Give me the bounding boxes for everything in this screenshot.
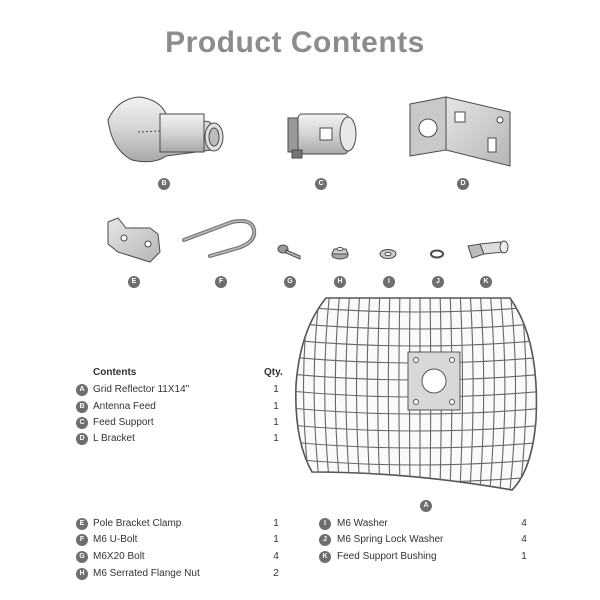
antenna-feed-image	[107, 96, 224, 163]
row-badge: C	[76, 417, 88, 429]
row-badge: F	[76, 534, 88, 546]
part-badge-k: K	[480, 276, 492, 288]
feed-support-image	[287, 113, 357, 159]
item-name: M6 Spring Lock Washer	[337, 534, 444, 545]
row-badge: A	[76, 384, 88, 396]
part-badge-j: J	[432, 276, 444, 288]
reflector-wire	[295, 322, 537, 330]
part-badge-a: A	[420, 500, 432, 512]
row-badge: B	[76, 401, 88, 413]
spring-lock-washer-image	[430, 249, 444, 259]
washer-image	[379, 249, 397, 259]
item-name: M6 U-Bolt	[93, 534, 138, 545]
reflector-wire	[489, 298, 495, 490]
row-badge: J	[319, 534, 331, 546]
part-badge-b: B	[158, 178, 170, 190]
reflector-wire	[295, 407, 537, 415]
row-badge: G	[76, 551, 88, 563]
reflector-wire	[295, 441, 537, 449]
reflector-wire	[540, 290, 547, 490]
reflector-wire	[295, 305, 537, 313]
contents-header: Contents	[93, 367, 137, 378]
item-name: Feed Support Bushing	[337, 551, 437, 562]
part-badge-c: C	[315, 178, 327, 190]
item-qty: 4	[273, 551, 279, 562]
row-badge: I	[319, 518, 331, 530]
bolt-image	[277, 244, 301, 260]
grid-reflector-image	[295, 290, 547, 491]
reflector-wire	[345, 298, 351, 490]
reflector-wire	[295, 339, 537, 347]
flange-nut-image	[331, 247, 349, 260]
reflector-wire	[479, 298, 485, 490]
part-badge-f: F	[215, 276, 227, 288]
reflector-wire	[499, 298, 506, 490]
reflector-wire	[313, 298, 321, 490]
item-qty: 1	[273, 534, 279, 545]
item-name: Feed Support	[93, 417, 154, 428]
item-name: Antenna Feed	[93, 401, 156, 412]
reflector-wire	[355, 298, 361, 490]
l-bracket-image	[409, 96, 511, 167]
item-qty: 1	[273, 417, 279, 428]
item-name: M6X20 Bolt	[93, 551, 145, 562]
part-badge-i: I	[383, 276, 395, 288]
row-badge: E	[76, 518, 88, 530]
reflector-wire	[509, 298, 517, 490]
item-name: L Bracket	[93, 433, 135, 444]
item-name: M6 Washer	[337, 518, 388, 529]
row-badge: H	[76, 568, 88, 580]
reflector-wire	[334, 298, 341, 490]
reflector-wire	[324, 298, 331, 490]
part-badge-d: D	[457, 178, 469, 190]
page-title: Product Contents	[165, 26, 425, 59]
item-qty: 1	[273, 433, 279, 444]
row-badge: K	[319, 551, 331, 563]
item-name: Pole Bracket Clamp	[93, 518, 182, 529]
item-qty: 1	[273, 401, 279, 412]
reflector-wire	[295, 424, 537, 432]
item-qty: 4	[521, 518, 527, 529]
item-name: M6 Serrated Flange Nut	[93, 568, 200, 579]
pole-bracket-clamp-image	[107, 217, 161, 263]
item-name: Grid Reflector 11X14"	[93, 384, 190, 395]
item-qty: 4	[521, 534, 527, 545]
item-qty: 1	[521, 551, 527, 562]
part-badge-g: G	[284, 276, 296, 288]
row-badge: D	[76, 433, 88, 445]
bushing-image	[467, 240, 509, 259]
reflector-wire	[295, 458, 537, 466]
part-badge-h: H	[334, 276, 346, 288]
qty-header: Qty.	[264, 367, 283, 378]
item-qty: 1	[273, 384, 279, 395]
item-qty: 1	[273, 518, 279, 529]
part-badge-e: E	[128, 276, 140, 288]
item-qty: 2	[273, 568, 279, 579]
